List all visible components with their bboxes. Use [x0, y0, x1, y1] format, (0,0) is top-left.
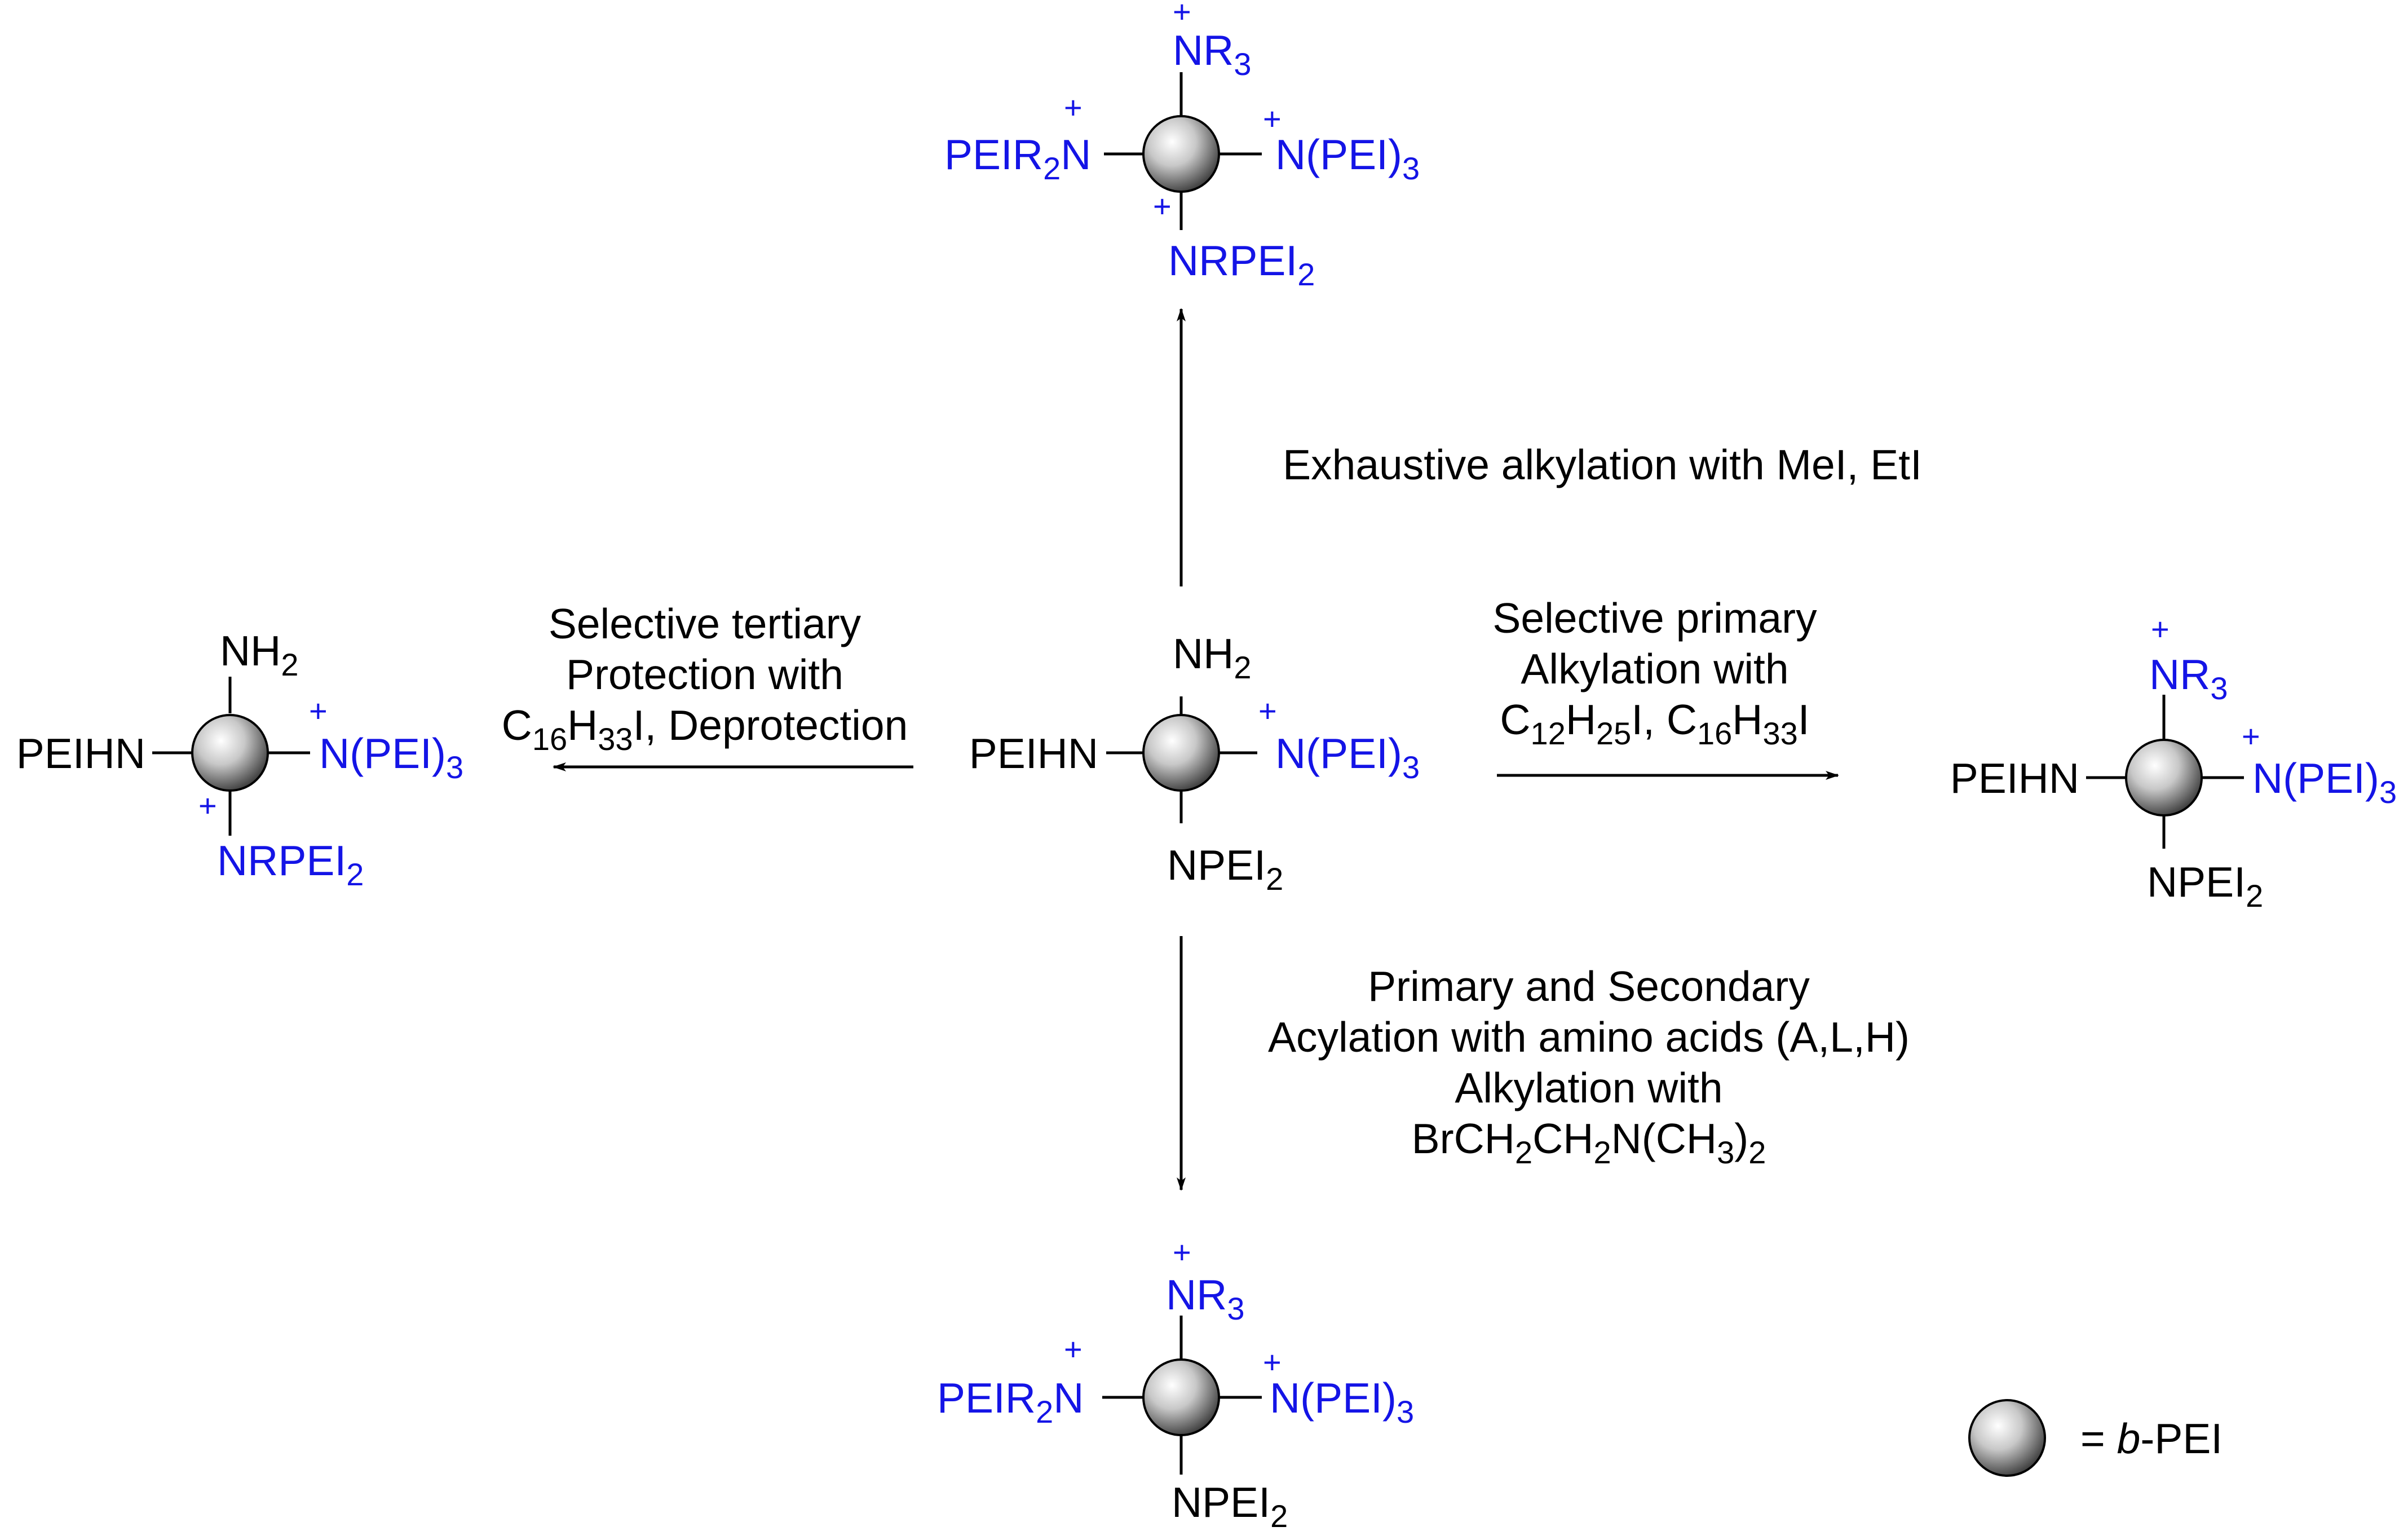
bottom-product-right-charge: +	[1263, 1344, 1282, 1380]
bottom-product-left-label: PEIR2N	[937, 1374, 1084, 1429]
conditions-right-line2: Alkylation with	[1521, 645, 1788, 692]
conditions-down-line4: BrCH2CH2N(CH3)2	[1412, 1115, 1766, 1170]
conditions-right-line3: C12H25I, C16H33I	[1500, 696, 1809, 751]
left-product-bottom-charge: +	[198, 788, 217, 823]
conditions-down-line2: Acylation with amino acids (A,L,H)	[1268, 1013, 1910, 1061]
right-product-top-label: NR3	[2149, 651, 2228, 706]
center-bottom-label: NPEI2	[1167, 841, 1283, 897]
right-product-top-charge: +	[2151, 611, 2170, 647]
right-product-structure: + NR3 PEIHN + N(PEI)3 NPEI2	[1950, 611, 2397, 914]
conditions-left-line2: Protection with	[566, 651, 843, 698]
bottom-product-right-label: N(PEI)3	[1270, 1374, 1414, 1429]
bottom-product-top-label: NR3	[1166, 1271, 1244, 1326]
b-pei-sphere	[191, 714, 269, 792]
conditions-left-line3: C16H33I, Deprotection	[502, 701, 908, 757]
conditions-right-line1: Selective primary	[1492, 594, 1817, 642]
conditions-left-line1: Selective tertiary	[549, 600, 861, 647]
conditions-down: Primary and Secondary Acylation with ami…	[1268, 963, 1910, 1170]
conditions-down-line1: Primary and Secondary	[1368, 963, 1810, 1010]
top-product-right-charge: +	[1263, 101, 1282, 136]
left-product-right-label: N(PEI)3	[319, 730, 463, 785]
conditions-left: Selective tertiary Protection with C16H3…	[502, 600, 908, 757]
legend-sphere-icon	[1968, 1399, 2046, 1477]
conditions-up-line1: Exhaustive alkylation with MeI, EtI	[1283, 441, 1922, 488]
b-pei-sphere	[1142, 714, 1220, 792]
b-pei-sphere	[1142, 115, 1220, 193]
b-pei-sphere	[1142, 1358, 1220, 1436]
top-product-bottom-label: NRPEI2	[1168, 237, 1315, 292]
left-product-bottom-label: NRPEI2	[217, 837, 364, 892]
conditions-right: Selective primary Alkylation with C12H25…	[1492, 594, 1817, 751]
bottom-product-bottom-label: NPEI2	[1172, 1479, 1288, 1534]
left-product-right-charge: +	[309, 693, 328, 729]
left-product-structure: NH2 PEIHN + N(PEI)3 + NRPEI2	[16, 627, 463, 892]
top-product-top-label: NR3	[1173, 27, 1251, 82]
left-product-top-label: NH2	[220, 627, 298, 682]
top-product-right-label: N(PEI)3	[1275, 131, 1420, 186]
b-pei-sphere	[2125, 739, 2203, 817]
right-product-bottom-label: NPEI2	[2147, 858, 2263, 914]
top-product-left-charge: +	[1064, 90, 1083, 125]
top-product-structure: + NR3 + PEIR2N + N(PEI)3 + NRPEI2	[944, 0, 1420, 292]
bottom-product-top-charge: +	[1173, 1234, 1191, 1270]
top-product-bottom-charge: +	[1153, 188, 1172, 224]
legend-label: = b-PEI	[2080, 1415, 2223, 1462]
center-top-label: NH2	[1173, 630, 1251, 685]
bottom-product-structure: + NR3 + PEIR2N + N(PEI)3 NPEI2	[937, 1234, 1414, 1534]
conditions-up: Exhaustive alkylation with MeI, EtI	[1283, 441, 1922, 488]
right-product-right-label: N(PEI)3	[2252, 754, 2397, 810]
center-structure: NH2 PEIHN + N(PEI)3 NPEI2	[969, 630, 1420, 897]
right-product-left-label: PEIHN	[1950, 754, 2079, 802]
center-left-label: PEIHN	[969, 730, 1098, 777]
right-product-right-charge: +	[2242, 718, 2260, 754]
left-product-left-label: PEIHN	[16, 730, 145, 777]
bottom-product-left-charge: +	[1064, 1331, 1083, 1367]
top-product-left-label: PEIR2N	[944, 131, 1091, 186]
center-right-label: N(PEI)3	[1275, 730, 1420, 785]
center-right-charge: +	[1258, 693, 1277, 729]
legend: = b-PEI	[1968, 1399, 2223, 1477]
conditions-down-line3: Alkylation with	[1455, 1064, 1722, 1111]
top-product-top-charge: +	[1173, 0, 1191, 29]
